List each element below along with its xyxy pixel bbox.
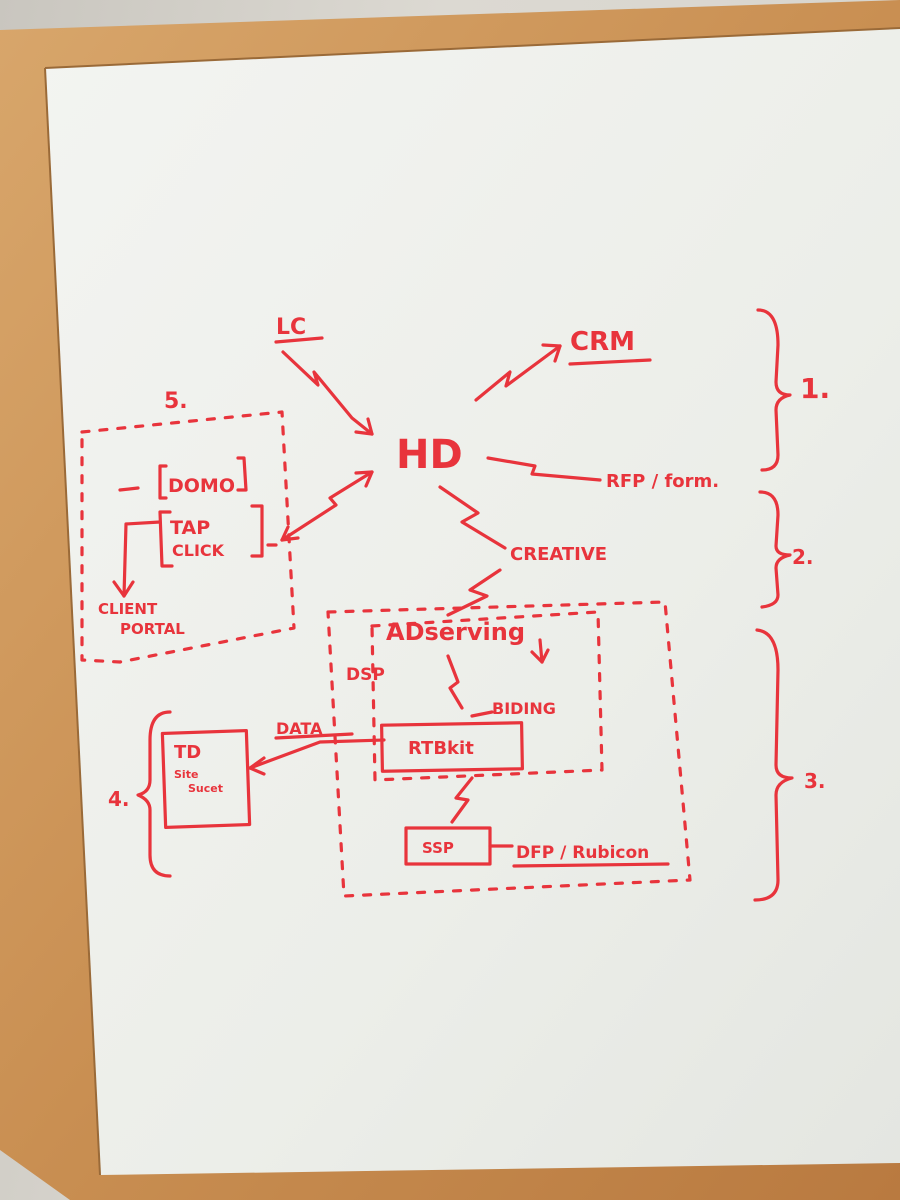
label-data: DATA <box>276 719 323 738</box>
label-dfp-rubicon: DFP / Rubicon <box>516 843 649 863</box>
label-bidding: BIDING <box>492 699 556 718</box>
diagram-strokes <box>80 308 794 902</box>
label-group-5: 5. <box>164 389 188 414</box>
td-box <box>160 728 252 830</box>
label-group-1: 1. <box>800 372 830 405</box>
brace-group-4 <box>136 710 172 878</box>
label-crm: CRM <box>570 327 635 357</box>
label-group-4: 4. <box>108 787 130 811</box>
label-client: CLIENT <box>98 600 158 618</box>
label-group-2: 2. <box>792 545 814 569</box>
brace-group-2 <box>758 490 792 609</box>
rtbkit-box <box>380 721 524 773</box>
label-tap: TAP <box>170 517 210 539</box>
label-lc: LC <box>276 315 306 340</box>
dashed-box-5 <box>80 410 296 664</box>
arrow-hd-crm <box>474 344 562 402</box>
label-click: CLICK <box>172 541 225 560</box>
brace-group-3 <box>753 628 794 902</box>
arrow-rtbkit-td <box>248 738 386 770</box>
label-portal: PORTAL <box>120 620 185 638</box>
label-td: TD <box>174 742 201 763</box>
arrow-to-client-portal <box>122 520 162 598</box>
label-ssp: SSP <box>422 839 454 857</box>
dashed-box-dsp-inner <box>370 610 604 782</box>
label-group-3: 3. <box>804 769 826 793</box>
label-domo: DOMO <box>168 475 235 497</box>
label-rtbkit: RTBkit <box>408 738 474 759</box>
label-td-site: Site <box>174 768 198 781</box>
label-creative: CREATIVE <box>510 544 607 565</box>
line-creative-adserving <box>446 568 502 617</box>
label-rfp-form: RFP / form. <box>606 471 719 492</box>
label-adserving: ADserving <box>386 618 525 646</box>
label-td-sucet: Sucet <box>188 782 223 795</box>
diagram-labels: LC CRM HD RFP / form. CREATIVE ADserving… <box>98 315 830 863</box>
arrow-lc-hd <box>281 350 374 436</box>
label-hd: HD <box>396 432 463 478</box>
dashed-box-adserving-outer <box>326 600 692 898</box>
brace-group-1 <box>756 308 792 472</box>
line-hd-rfp <box>486 456 602 482</box>
line-hd-creative <box>438 485 507 550</box>
label-dsp: DSP <box>346 665 385 685</box>
arrow-hd-tapclick <box>280 470 374 542</box>
